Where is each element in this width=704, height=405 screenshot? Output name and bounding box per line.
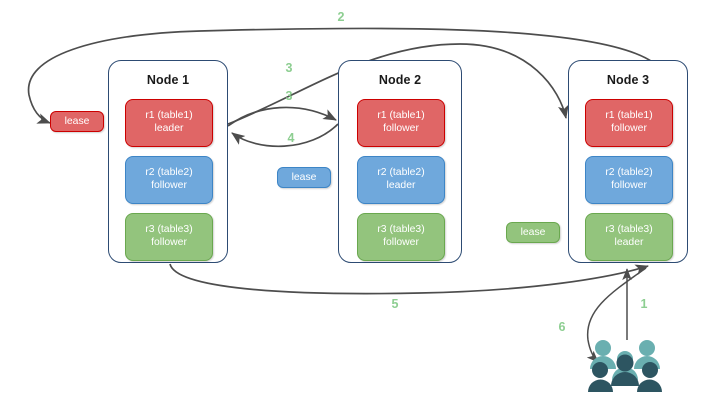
replica-name: r3 (table3) [377,224,425,236]
replica-name: r3 (table3) [605,224,653,236]
replica-role: follower [611,123,647,134]
replica-node2-r3[interactable]: r3 (table3) follower [357,213,445,261]
lease-badge-r3[interactable]: lease [506,222,560,243]
node-box-node2[interactable]: Node 2 r1 (table1) follower r2 (table2) … [338,60,462,263]
replica-name: r2 (table2) [605,167,653,179]
step-label-6: 6 [558,320,566,334]
node-title-node2: Node 2 [378,73,422,87]
lease-badge-r2[interactable]: lease [277,167,331,188]
edge-step-3-short [227,106,337,127]
node-title-node1: Node 1 [146,73,190,87]
node-box-node1[interactable]: Node 1 r1 (table1) leader r2 (table2) fo… [108,60,228,263]
users-group-icon [588,340,662,392]
replica-role: leader [614,237,644,248]
step-label-2: 2 [337,10,345,24]
replica-role: leader [386,180,416,191]
replica-node2-r2[interactable]: r2 (table2) leader [357,156,445,204]
edge-step-6 [586,267,647,363]
node-box-node3[interactable]: Node 3 r1 (table1) follower r2 (table2) … [568,60,688,263]
replica-role: follower [151,180,187,191]
edge-step-2 [27,27,655,124]
edge-step-5 [169,263,649,295]
replica-name: r2 (table2) [145,167,193,179]
replica-node1-r2[interactable]: r2 (table2) follower [125,156,213,204]
replica-node3-r1[interactable]: r1 (table1) follower [585,99,673,147]
replica-node2-r1[interactable]: r1 (table1) follower [357,99,445,147]
replica-name: r1 (table1) [145,110,193,122]
step-label-3a: 3 [285,61,293,75]
replica-role: follower [383,123,419,134]
replica-name: r1 (table1) [605,110,653,122]
step-label-1: 1 [640,297,648,311]
replica-name: r2 (table2) [377,167,425,179]
replica-name: r1 (table1) [377,110,425,122]
step-label-3b: 3 [285,89,293,103]
replica-role: leader [154,123,184,134]
replica-node1-r1[interactable]: r1 (table1) leader [125,99,213,147]
replica-node1-r3[interactable]: r3 (table3) follower [125,213,213,261]
step-label-4: 4 [287,131,295,145]
replica-role: follower [611,180,647,191]
edge-step-3-long [227,43,569,125]
replica-role: follower [383,237,419,248]
lease-badge-r1[interactable]: lease [50,111,104,132]
node-title-node3: Node 3 [606,73,650,87]
step-label-5: 5 [391,297,399,311]
replica-node3-r2[interactable]: r2 (table2) follower [585,156,673,204]
replica-node3-r3[interactable]: r3 (table3) leader [585,213,673,261]
replica-role: follower [151,237,187,248]
edge-step-4 [231,123,339,148]
replica-name: r3 (table3) [145,224,193,236]
